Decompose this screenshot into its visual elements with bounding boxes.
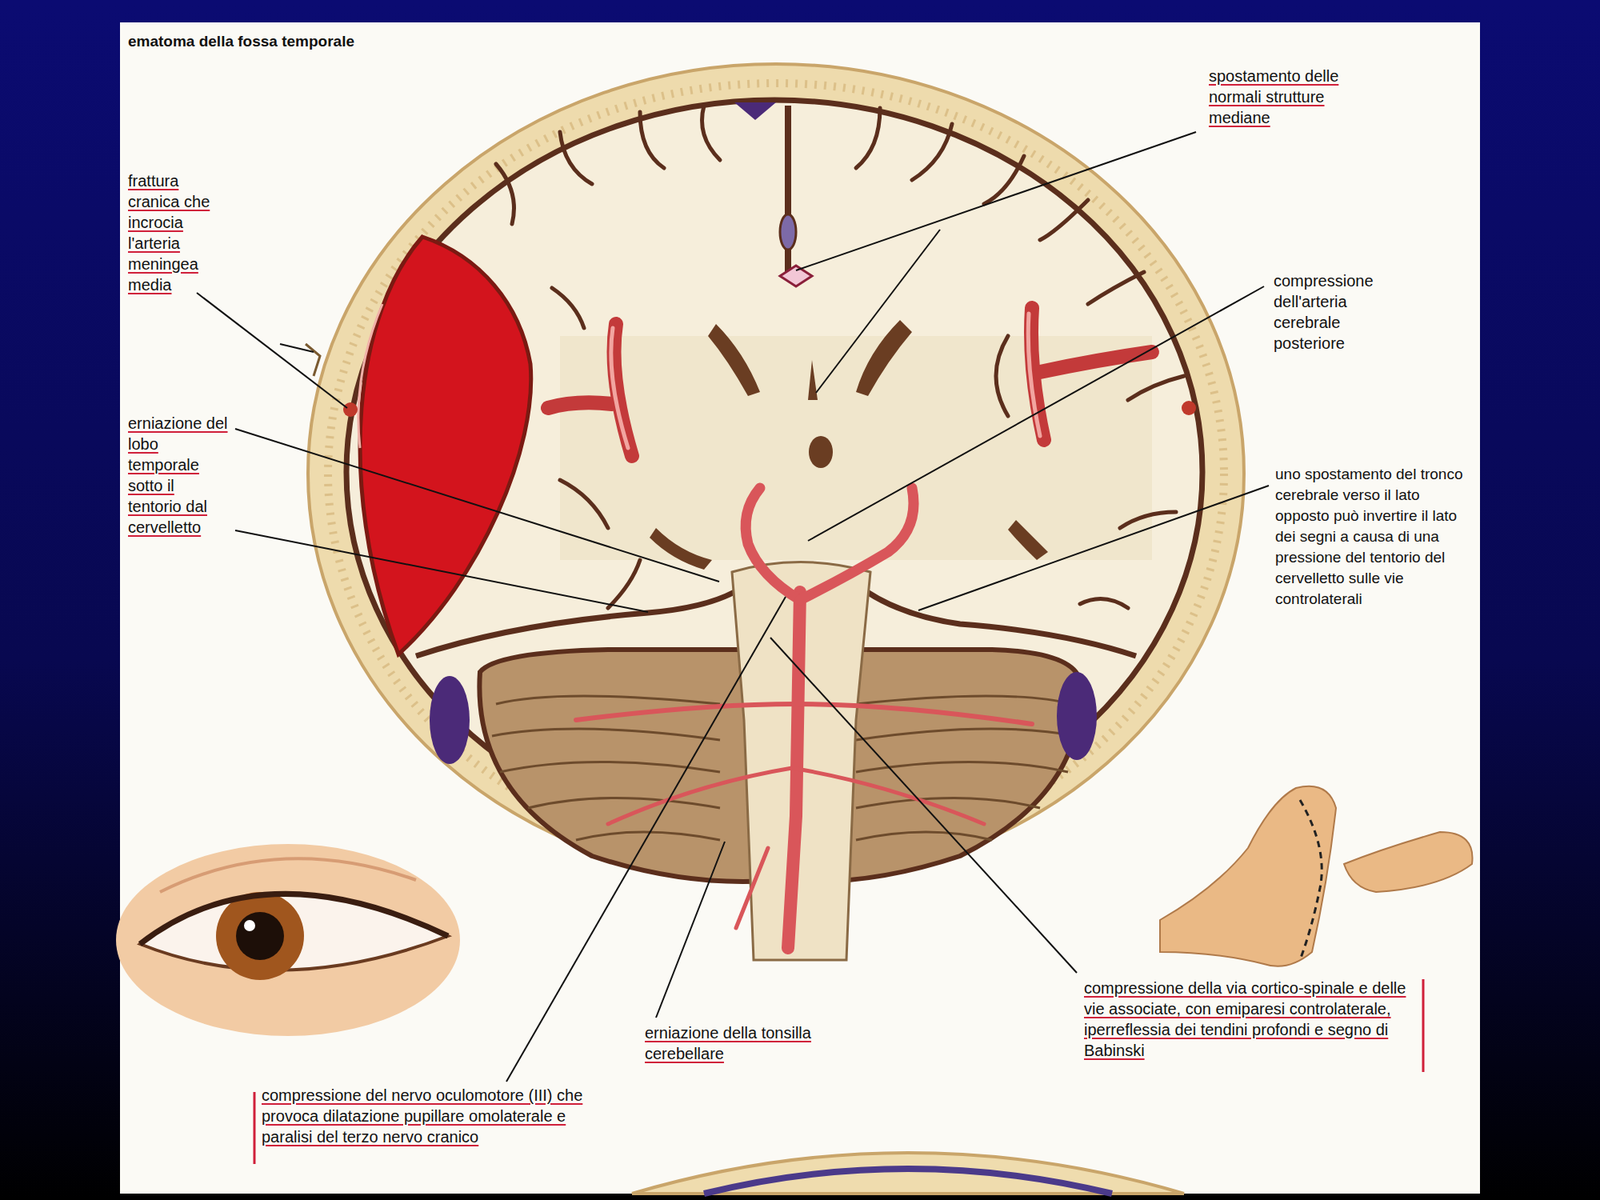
sigmoid-sinus — [429, 676, 470, 764]
callout-label: spostamento delle normali strutture medi… — [1208, 65, 1361, 128]
tentorium — [416, 592, 735, 656]
callout-label: frattura cranica che incrocia l'arteria … — [128, 170, 228, 296]
callout-label: uno spostamento del tronco cerebrale ver… — [1275, 464, 1468, 610]
sinus — [780, 214, 796, 250]
callout-label: compressione della via cortico-spinale e… — [1084, 977, 1412, 1061]
basilar-artery — [576, 488, 1032, 948]
sigmoid-sinus — [1056, 672, 1097, 760]
hematoma-highlight — [358, 304, 383, 448]
meningeal-artery — [1181, 400, 1196, 416]
next-figure — [632, 1152, 1184, 1194]
callout-label: erniazione della tonsilla cerebellare — [644, 1022, 841, 1064]
next-figure — [704, 1168, 1112, 1194]
inferior-sinus — [780, 265, 812, 287]
epidural-hematoma — [360, 236, 532, 655]
leader-lines — [196, 132, 1269, 1082]
bracket — [253, 1092, 256, 1164]
callout-label: compressione del nervo oculomotore (III)… — [261, 1084, 598, 1148]
brainstem — [732, 562, 871, 961]
sulci — [496, 105, 1184, 608]
eye-illustration — [116, 844, 460, 1036]
callout-label: erniazione del lobo temporale sotto il t… — [128, 412, 231, 538]
basal-region — [560, 336, 1152, 560]
bracket — [1422, 979, 1425, 1072]
fracture — [305, 344, 320, 376]
tentorium — [867, 592, 1136, 656]
meningeal-artery — [343, 402, 358, 417]
callout-label: compressione dell'arteria cerebrale post… — [1273, 270, 1394, 354]
sagittal-sinus — [734, 102, 776, 120]
foot-illustration — [1160, 786, 1473, 967]
figure-title: ematoma della fossa temporale — [128, 32, 355, 52]
middle-cerebral-artery — [548, 308, 1152, 456]
ventricles — [649, 320, 1048, 570]
